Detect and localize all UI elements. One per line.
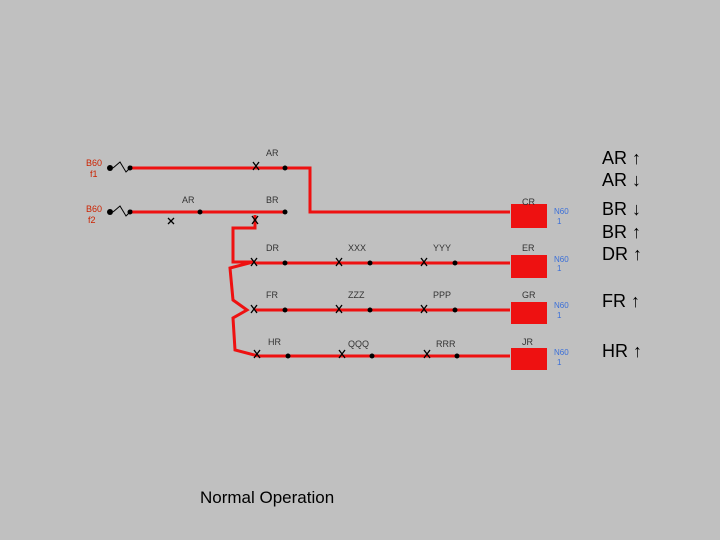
load-3-label: N60 xyxy=(554,301,569,310)
breaker-er-label: ER xyxy=(522,243,535,253)
source-2-label: B60 xyxy=(86,204,102,214)
source-1-sublabel: f1 xyxy=(90,169,98,179)
source-1-label: B60 xyxy=(86,158,102,168)
breaker-rrr-icon[interactable] xyxy=(423,349,460,359)
legend-item-6: FR ↑ xyxy=(602,291,640,311)
breaker-ar-top-icon[interactable] xyxy=(252,161,288,171)
load-block-2 xyxy=(511,255,547,278)
mode-caption: Normal Operation xyxy=(200,488,334,507)
breaker-hr-icon[interactable] xyxy=(253,349,291,359)
load-block-4 xyxy=(511,348,547,370)
breaker-ar-bottom-label: AR xyxy=(182,195,195,205)
tie-line xyxy=(228,215,259,358)
legend-item-1: AR ↑ xyxy=(602,148,641,168)
breaker-zzz-label: ZZZ xyxy=(348,290,365,300)
breaker-ppp-label: PPP xyxy=(433,290,451,300)
load-block-1 xyxy=(511,204,547,228)
breaker-dr-label: DR xyxy=(266,243,279,253)
breaker-cr-label: CR xyxy=(522,197,535,207)
source-2-sublabel: f2 xyxy=(88,215,96,225)
breaker-xxx-icon[interactable] xyxy=(335,257,373,267)
feeder-1-line xyxy=(130,166,510,214)
breaker-yyy-label: YYY xyxy=(433,243,451,253)
breaker-jr-label: JR xyxy=(522,337,534,347)
load-3-sublabel: 1 xyxy=(557,311,562,320)
legend-item-7: HR ↑ xyxy=(602,341,642,361)
breaker-rrr-label: RRR xyxy=(436,339,456,349)
breaker-xxx-label: XXX xyxy=(348,243,366,253)
breaker-br-label: BR xyxy=(266,195,279,205)
breaker-yyy-icon[interactable] xyxy=(420,257,458,267)
breaker-hr-label: HR xyxy=(268,337,281,347)
breaker-qqq-icon[interactable] xyxy=(338,349,375,359)
breaker-zzz-icon[interactable] xyxy=(335,304,373,314)
load-1-sublabel: 1 xyxy=(557,217,562,226)
load-2-sublabel: 1 xyxy=(557,264,562,273)
breaker-ppp-icon[interactable] xyxy=(420,304,458,314)
load-4-label: N60 xyxy=(554,348,569,357)
breaker-fr-icon[interactable] xyxy=(250,304,288,314)
legend-item-4: BR ↑ xyxy=(602,222,641,242)
breaker-ar-top-label: AR xyxy=(266,148,279,158)
breaker-br-icon[interactable] xyxy=(251,209,288,225)
breaker-ar-bottom-icon[interactable] xyxy=(167,209,203,225)
load-1-label: N60 xyxy=(554,207,569,216)
energized-lines xyxy=(130,166,510,358)
load-2-label: N60 xyxy=(554,255,569,264)
switching-legend: AR ↑ AR ↓ BR ↓ BR ↑ DR ↑ FR ↑ HR ↑ xyxy=(602,148,642,361)
legend-item-5: DR ↑ xyxy=(602,244,642,264)
breaker-dr-icon[interactable] xyxy=(250,257,288,267)
source-1-transformer-icon xyxy=(107,161,133,173)
load-block-3 xyxy=(511,302,547,324)
load-4-sublabel: 1 xyxy=(557,358,562,367)
legend-item-3: BR ↓ xyxy=(602,199,641,219)
legend-item-2: AR ↓ xyxy=(602,170,641,190)
breaker-gr-label: GR xyxy=(522,290,536,300)
breaker-fr-label: FR xyxy=(266,290,278,300)
breaker-qqq-label: QQQ xyxy=(348,339,369,349)
source-2-transformer-icon xyxy=(107,205,133,217)
